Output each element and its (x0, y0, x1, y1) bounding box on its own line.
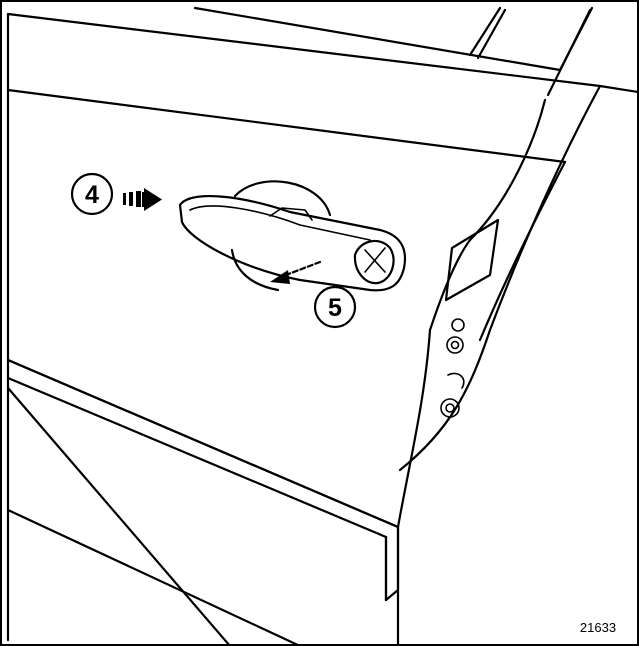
handle-recess (230, 180, 332, 292)
callout-4-label: 4 (85, 181, 99, 209)
step-4-arrow (123, 188, 162, 211)
door-handle (178, 194, 407, 292)
callout-4: 4 (70, 172, 114, 216)
step-5-arrow (270, 260, 322, 284)
callout-5: 5 (313, 285, 357, 329)
callout-5-label: 5 (328, 294, 342, 322)
side-moulding (6, 358, 400, 602)
window-channel (193, 6, 594, 97)
figure-reference-number: 21633 (580, 620, 616, 635)
